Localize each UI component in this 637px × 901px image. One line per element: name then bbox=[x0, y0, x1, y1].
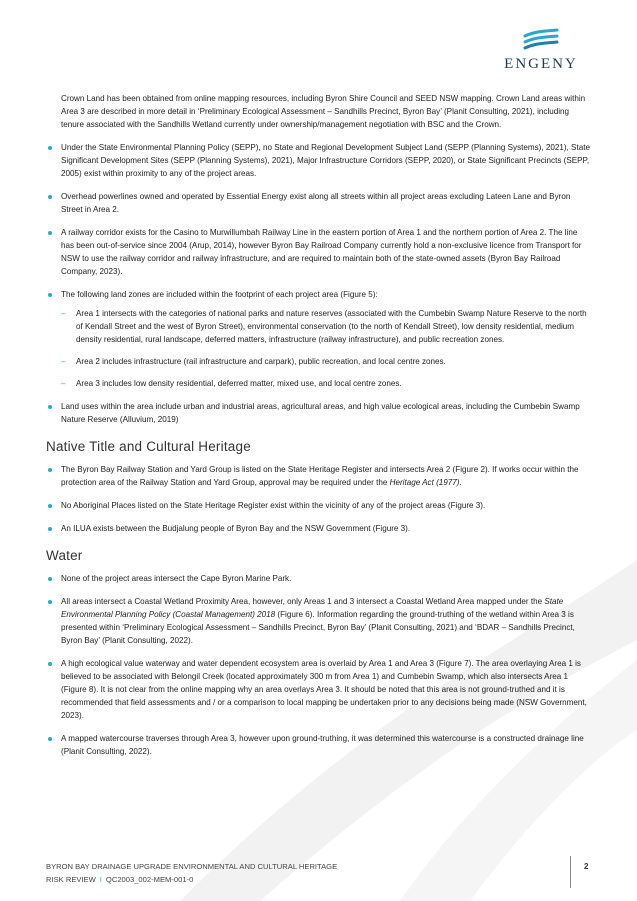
list-item: Land uses within the area include urban … bbox=[46, 400, 591, 426]
list-item: A railway corridor exists for the Casino… bbox=[46, 226, 591, 278]
footer-review: RISK REVIEW bbox=[46, 875, 96, 884]
act-title: Heritage Act (1977) bbox=[389, 478, 460, 487]
list-item: None of the project areas intersect the … bbox=[46, 572, 591, 585]
bullet-list-water: None of the project areas intersect the … bbox=[46, 572, 591, 758]
list-item: A mapped watercourse traverses through A… bbox=[46, 732, 591, 758]
list-item-land-zones: The following land zones are included wi… bbox=[46, 288, 591, 390]
list-item: The Byron Bay Railway Station and Yard G… bbox=[46, 463, 591, 489]
dash-marker: – bbox=[61, 309, 66, 318]
list-item: All areas intersect a Coastal Wetland Pr… bbox=[46, 595, 591, 647]
sublist-item-text: Area 1 intersects with the categories of… bbox=[76, 309, 587, 344]
footer-divider bbox=[570, 856, 571, 888]
sublist-item: – Area 3 includes low density residential… bbox=[61, 377, 591, 390]
list-item: An ILUA exists between the Budjalung peo… bbox=[46, 522, 591, 535]
section-heading-native-title: Native Title and Cultural Heritage bbox=[46, 439, 251, 454]
list-item-text-end: . bbox=[459, 478, 462, 487]
intro-paragraph: Crown Land has been obtained from online… bbox=[61, 94, 586, 129]
logo-waves-icon bbox=[523, 28, 559, 50]
list-item-text-end: (Figure 6). Information regarding the gr… bbox=[61, 610, 575, 645]
list-item: Under the State Environmental Planning P… bbox=[46, 141, 591, 180]
page-number: 2 bbox=[584, 862, 589, 871]
bullet-list-planning: Under the State Environmental Planning P… bbox=[46, 141, 591, 426]
zone-sublist: – Area 1 intersects with the categories o… bbox=[61, 307, 591, 390]
engeny-logo: ENGENY bbox=[491, 28, 591, 73]
document-body: Crown Land has been obtained from online… bbox=[46, 92, 591, 768]
list-item-text: The Byron Bay Railway Station and Yard G… bbox=[61, 465, 579, 487]
section-heading-water: Water bbox=[46, 548, 83, 563]
bullet-list-native-title: The Byron Bay Railway Station and Yard G… bbox=[46, 463, 591, 535]
list-item-text: The following land zones are included wi… bbox=[61, 290, 378, 299]
sublist-item-text: Area 3 includes low density residential,… bbox=[76, 379, 402, 388]
logo-wordmark: ENGENY bbox=[504, 56, 578, 72]
dash-marker: – bbox=[61, 357, 66, 366]
footer-title: BYRON BAY DRAINAGE UPGRADE ENVIRONMENTAL… bbox=[46, 862, 338, 871]
footer-doc-code: QC2003_002-MEM-001-0 bbox=[105, 875, 194, 884]
page-footer: BYRON BAY DRAINAGE UPGRADE ENVIRONMENTAL… bbox=[46, 860, 337, 886]
list-item: No Aboriginal Places listed on the State… bbox=[46, 499, 591, 512]
list-item-text: All areas intersect a Coastal Wetland Pr… bbox=[61, 597, 545, 606]
dash-marker: – bbox=[61, 379, 66, 388]
list-item: A high ecological value waterway and wat… bbox=[46, 657, 591, 722]
sublist-item: – Area 2 includes infrastructure (rail in… bbox=[61, 355, 591, 368]
sublist-item-text: Area 2 includes infrastructure (rail inf… bbox=[76, 357, 446, 366]
sublist-item: – Area 1 intersects with the categories o… bbox=[61, 307, 591, 346]
footer-separator: I bbox=[99, 875, 102, 884]
list-item: Overhead powerlines owned and operated b… bbox=[46, 190, 591, 216]
policy-title: State Environmental Planning Policy (Coa… bbox=[61, 597, 564, 619]
